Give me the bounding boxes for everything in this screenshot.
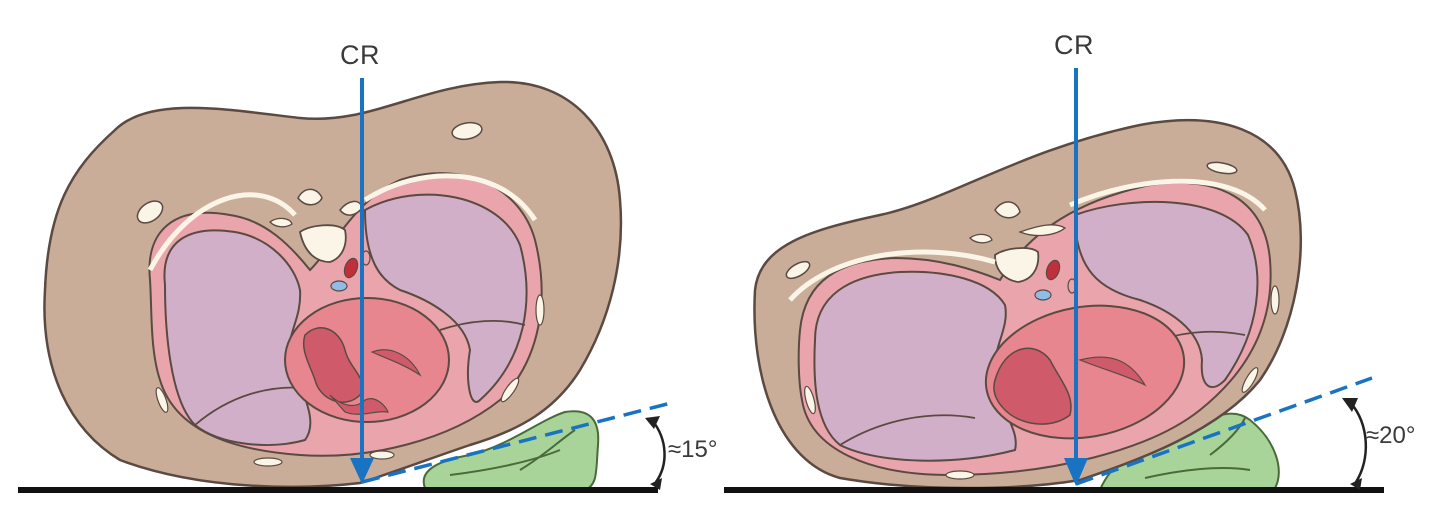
table-surface [724,487,1384,493]
central-ray-arrow [1064,68,1088,486]
panel-left-15-degree: CR ≈15° [18,40,718,493]
angle-label: ≈15° [668,436,718,463]
central-ray-label: CR [340,40,380,70]
panel-right-20-degree: CR ≈20° [720,0,1440,521]
angle-label: ≈20° [1366,422,1416,449]
angle-arc-arrow [645,416,666,490]
table-surface [18,487,658,493]
angle-arc-arrow [1342,398,1367,490]
thorax-cross-section [753,118,1303,490]
central-ray-arrow [350,78,374,484]
thorax-diagram-left [18,78,676,493]
thorax-cross-section [43,80,623,489]
thorax-diagram-right [724,68,1384,493]
support-sponge [422,410,600,492]
central-ray-label: CR [1054,30,1094,60]
